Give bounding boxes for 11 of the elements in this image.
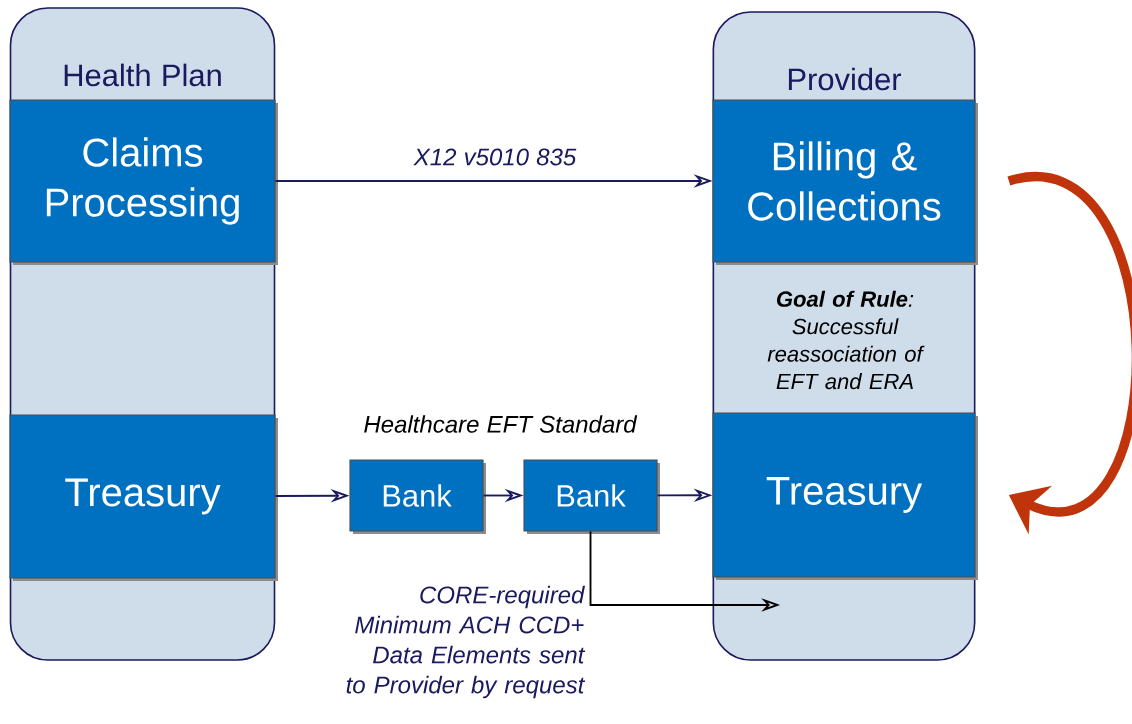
note-text: Goal of Rule: Successful reassociation of EFT and ERA (767, 290, 925, 390)
process-box: Billing & Collections (712, 99, 978, 265)
bank-box: Bank (349, 459, 486, 534)
process-box: Claims Processing (9, 99, 278, 265)
edge-label: CORE-required Minimum ACH CCD+ Data Elements sent to Provider by request (343, 584, 586, 700)
process-box: Treasury (712, 412, 978, 580)
edge-label: X12 v5010 835 (412, 147, 578, 167)
bank-box: Bank (523, 459, 660, 534)
note-text: Healthcare EFT Standard (364, 415, 638, 433)
curved-arrow (1008, 173, 1132, 535)
process-box: Treasury (9, 414, 278, 581)
